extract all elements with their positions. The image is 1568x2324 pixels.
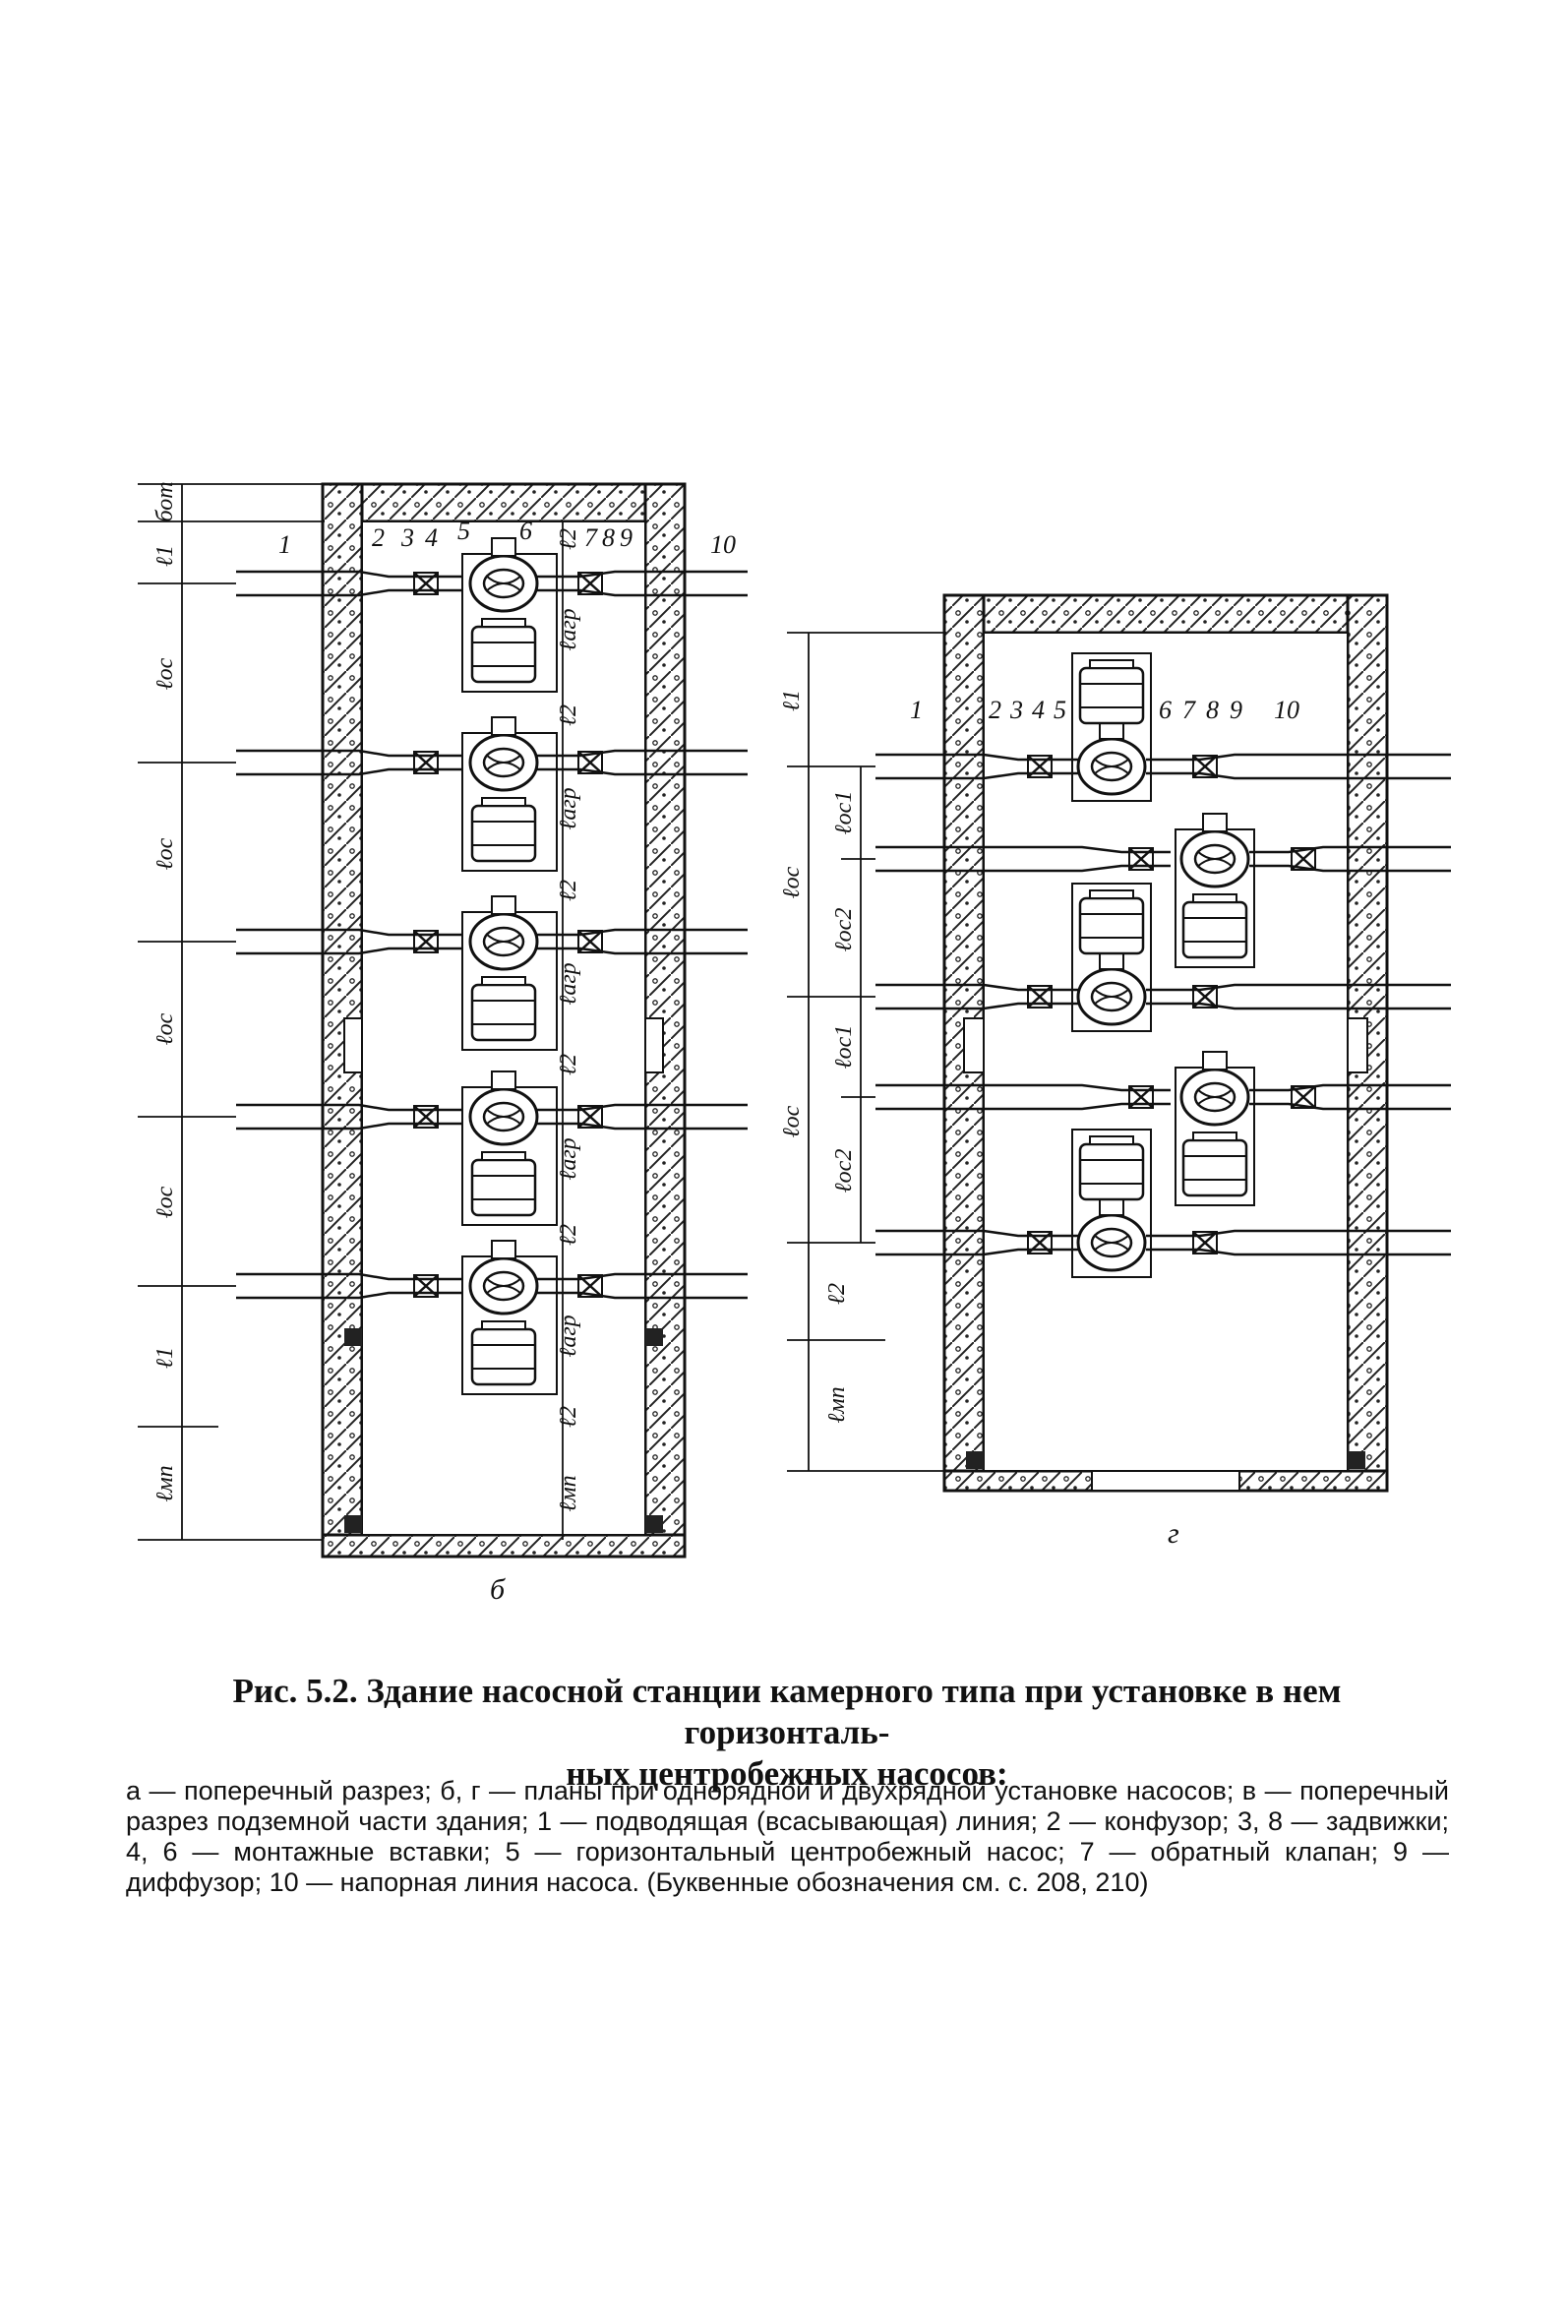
part-number: 9 bbox=[1230, 696, 1242, 724]
part-number: 4 bbox=[425, 523, 438, 552]
dim-label: ℓ2 bbox=[556, 1054, 581, 1075]
dim-label: ℓос1 bbox=[831, 1025, 857, 1070]
plan-double-row: 1 2 3 4 5 6 7 8 9 10 ℓ1 ℓос ℓос ℓ2 ℓмп ℓ… bbox=[779, 593, 1451, 1550]
building-walls-right bbox=[942, 593, 1389, 1493]
figure-caption-title: Рис. 5.2. Здание насосной станции камерн… bbox=[148, 1671, 1426, 1795]
pump-station-figure: 1 2 3 4 5 6 7 8 9 10 бот ℓ1 ℓос ℓос ℓос … bbox=[138, 481, 1451, 1606]
part-number: 1 bbox=[910, 696, 923, 724]
dim-label: ℓос bbox=[152, 1186, 178, 1218]
part-number: 10 bbox=[710, 530, 736, 559]
caption-title-line1: Рис. 5.2. Здание насосной станции камерн… bbox=[232, 1672, 1342, 1751]
dim-label: ℓос2 bbox=[831, 908, 857, 952]
part-number: 8 bbox=[602, 523, 615, 552]
part-number: 7 bbox=[1182, 696, 1196, 724]
part-number: 10 bbox=[1274, 696, 1299, 724]
dim-label: ℓ2 bbox=[824, 1283, 850, 1305]
dim-label: ℓагр bbox=[556, 608, 581, 650]
dimension-labels-left-inner: ℓ2 ℓагр ℓ2 ℓагр ℓ2 ℓагр ℓ2 ℓагр ℓ2 ℓагр … bbox=[556, 528, 581, 1512]
part-number: 9 bbox=[620, 523, 633, 552]
dim-label: ℓос bbox=[152, 837, 178, 870]
dim-label: бот bbox=[152, 481, 178, 521]
dim-label: ℓ1 bbox=[779, 690, 805, 711]
part-number: 6 bbox=[1159, 696, 1172, 724]
dim-label: ℓос bbox=[779, 1105, 805, 1137]
dim-label: ℓос bbox=[152, 657, 178, 690]
part-number: 3 bbox=[400, 523, 414, 552]
dim-label: ℓмп bbox=[152, 1465, 178, 1501]
part-number: 2 bbox=[989, 696, 1001, 724]
dimension-lines-right bbox=[787, 632, 946, 1472]
dimension-lines-left bbox=[138, 483, 564, 1541]
dim-label: ℓос2 bbox=[831, 1149, 857, 1193]
dim-label: ℓагр bbox=[556, 1137, 581, 1180]
part-number: 3 bbox=[1009, 696, 1023, 724]
part-number: 2 bbox=[372, 523, 385, 552]
dim-label: ℓос bbox=[779, 866, 805, 898]
caption-title-line2: ных центробежных насосов: bbox=[566, 1754, 1008, 1793]
part-number: 7 bbox=[584, 523, 598, 552]
dim-label: ℓ2 bbox=[556, 880, 581, 901]
plan-label-g: г bbox=[1168, 1517, 1179, 1550]
part-number: 4 bbox=[1032, 696, 1045, 724]
part-numbers-left: 1 2 3 4 5 6 7 8 9 10 bbox=[278, 517, 736, 559]
dim-label: ℓ1 bbox=[152, 545, 178, 567]
plan-label-b: б bbox=[490, 1573, 506, 1606]
part-number: 6 bbox=[519, 517, 532, 545]
dim-label: ℓагр bbox=[556, 1315, 581, 1357]
dim-label: ℓ2 bbox=[556, 528, 581, 550]
part-number: 8 bbox=[1206, 696, 1219, 724]
dim-label: ℓ1 bbox=[152, 1347, 178, 1369]
part-number: 5 bbox=[1054, 696, 1066, 724]
dim-label: ℓос bbox=[152, 1012, 178, 1045]
plan-single-row: 1 2 3 4 5 6 7 8 9 10 бот ℓ1 ℓос ℓос ℓос … bbox=[138, 481, 748, 1606]
dim-label: ℓмп bbox=[824, 1386, 850, 1423]
dimension-labels-left: бот ℓ1 ℓос ℓос ℓос ℓос ℓ1 ℓмп bbox=[152, 481, 178, 1501]
dimension-labels-right: ℓ1 ℓос ℓос ℓ2 ℓмп ℓос1 ℓос2 ℓос1 ℓос2 bbox=[779, 690, 857, 1424]
dim-label: ℓ2 bbox=[556, 1224, 581, 1246]
pump-units-right bbox=[875, 652, 1451, 1278]
pump-units-left bbox=[236, 536, 748, 1395]
dim-label: ℓос1 bbox=[831, 791, 857, 835]
figure-caption-body: а — поперечный разрез; б, г — планы при … bbox=[126, 1776, 1449, 1897]
part-numbers-right: 1 2 3 4 5 6 7 8 9 10 bbox=[910, 696, 1299, 724]
dim-label: ℓ2 bbox=[556, 1406, 581, 1428]
dim-label: ℓ2 bbox=[556, 704, 581, 726]
dim-label: ℓмп bbox=[556, 1475, 581, 1511]
dim-label: ℓагр bbox=[556, 962, 581, 1005]
dim-label: ℓагр bbox=[556, 787, 581, 829]
part-number: 5 bbox=[457, 517, 470, 545]
part-number: 1 bbox=[278, 530, 291, 559]
